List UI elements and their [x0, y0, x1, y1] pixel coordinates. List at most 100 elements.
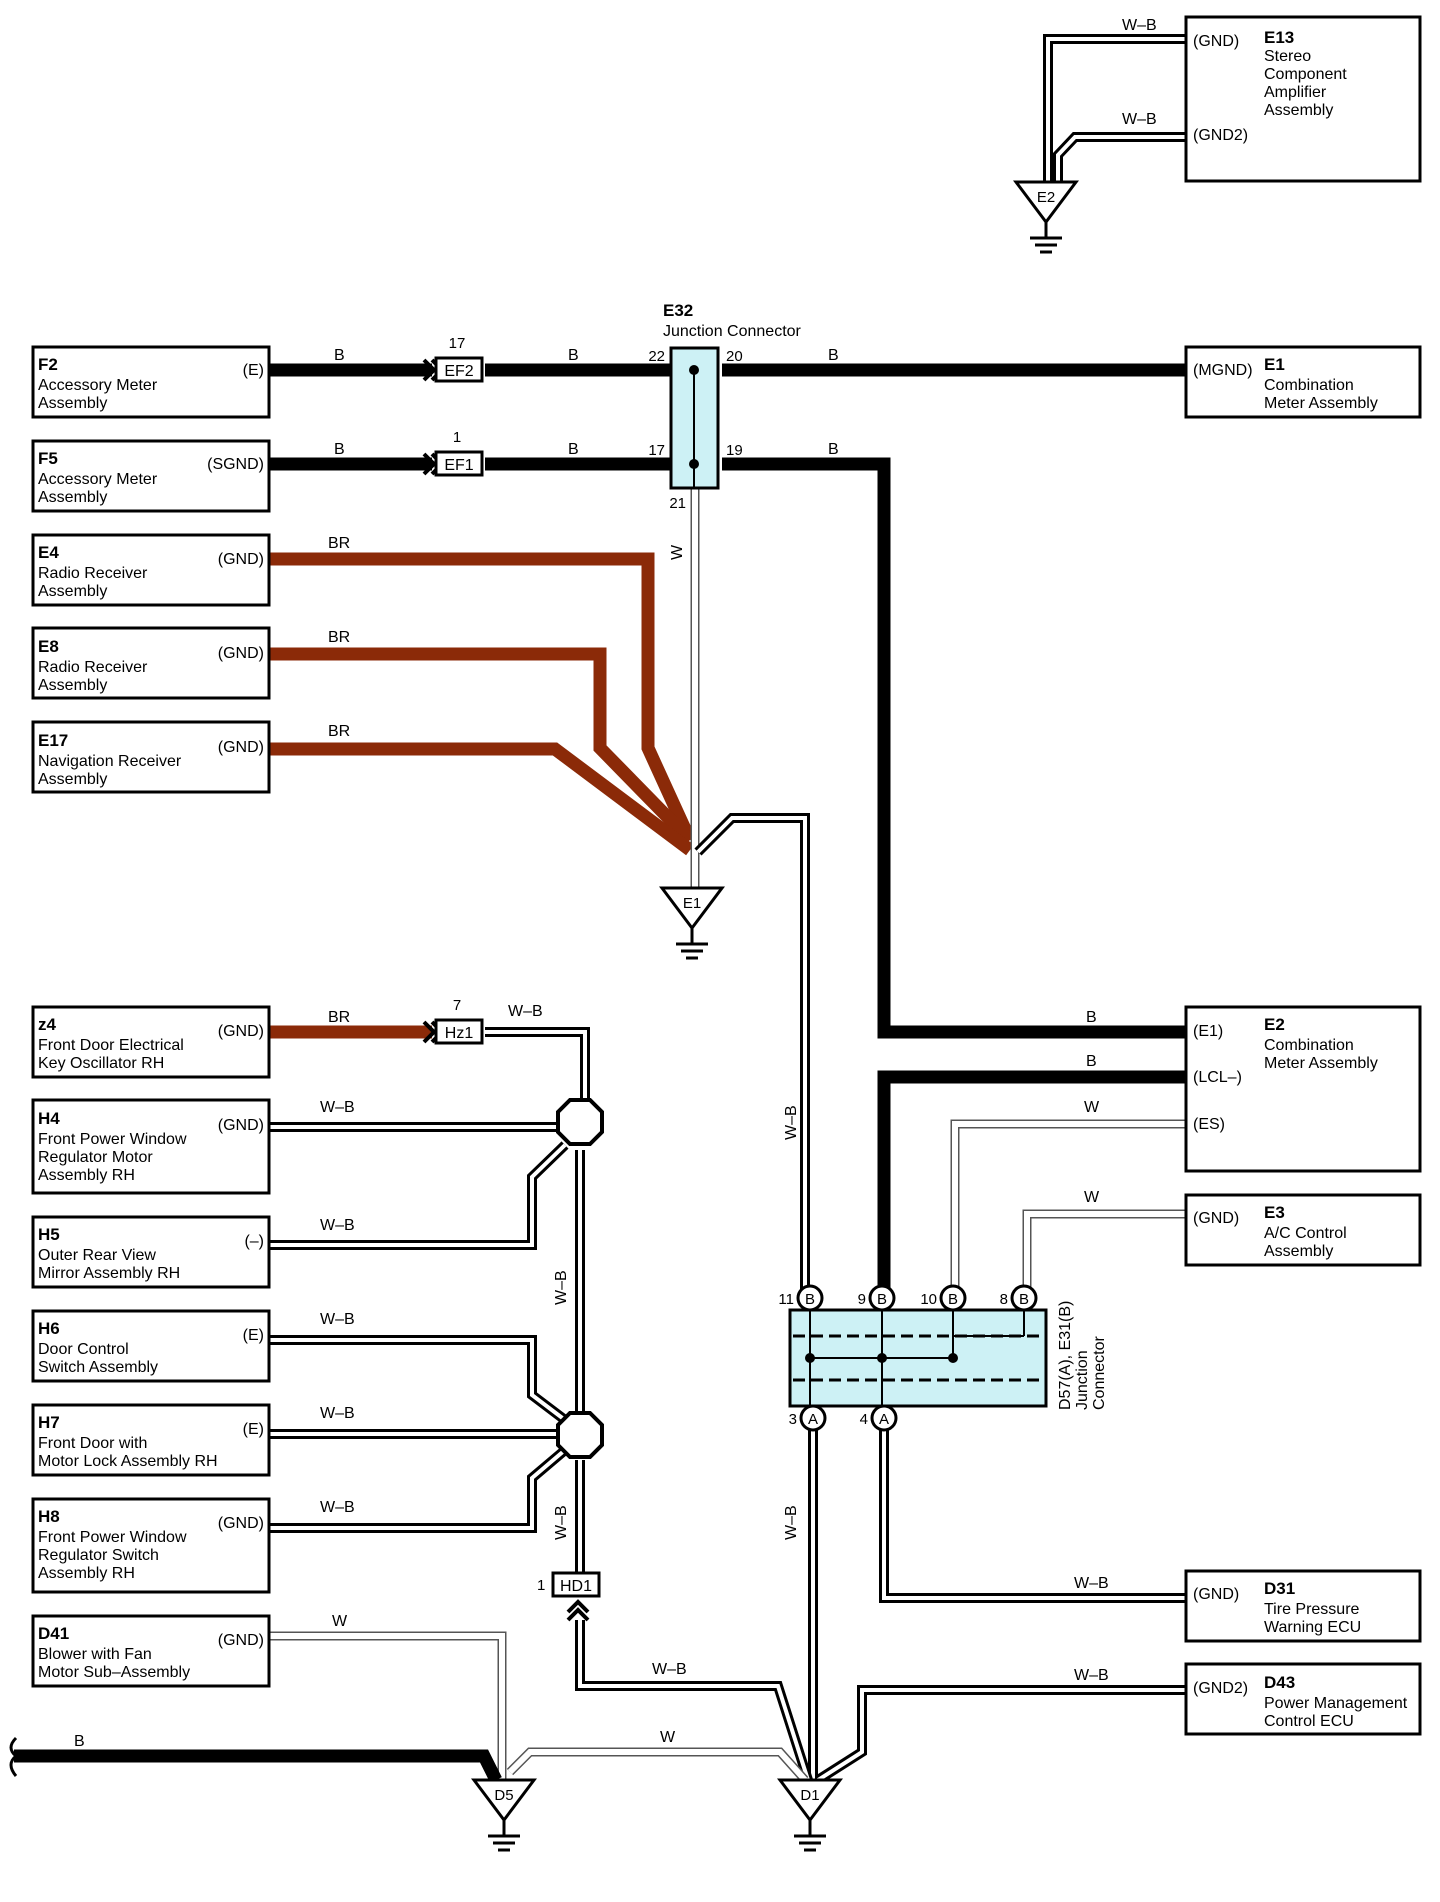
- wire-label: W–B: [320, 1099, 355, 1116]
- e2-pin-lcl: (LCL–): [1193, 1069, 1242, 1086]
- e32-pin-17: 17: [648, 442, 665, 459]
- d57-label-3: Connector: [1091, 1336, 1108, 1410]
- wire-label: BR: [328, 1009, 350, 1026]
- d31-code: D31: [1264, 1579, 1295, 1598]
- wire-label: B: [1086, 1009, 1097, 1026]
- wire-label: W–B: [783, 1105, 800, 1140]
- d57-top-conn: B: [948, 1291, 958, 1308]
- junction-connector-e32: E32 Junction Connector 22 20 17 19 21: [648, 301, 801, 512]
- e17-pin: (GND): [218, 739, 264, 756]
- d57-top-conn: B: [877, 1291, 887, 1308]
- hd1-code: HD1: [560, 1578, 592, 1595]
- wire-label: W–B: [1122, 111, 1157, 128]
- wire-label: W–B: [783, 1505, 800, 1540]
- d31-pin: (GND): [1193, 1586, 1239, 1603]
- wire-label: W–B: [553, 1505, 570, 1540]
- lower-splice-hub: [556, 1411, 604, 1459]
- h4-pin: (GND): [218, 1117, 264, 1134]
- e13-pin-gnd: (GND): [1193, 33, 1239, 50]
- h4-code: H4: [38, 1109, 60, 1128]
- z4-title-1: Front Door Electrical: [38, 1037, 184, 1054]
- ef1-connector: [434, 450, 484, 477]
- wire-label: B: [828, 347, 839, 364]
- e32-pin-20: 20: [726, 348, 743, 365]
- z4-pin: (GND): [218, 1023, 264, 1040]
- ef2-pin-num: 17: [449, 335, 466, 352]
- wire-label: W–B: [320, 1217, 355, 1234]
- h5-title-1: Outer Rear View: [38, 1247, 156, 1264]
- d41-title-2: Motor Sub–Assembly: [38, 1664, 190, 1681]
- e13-title-4: Assembly: [1264, 102, 1333, 119]
- h7-title-1: Front Door with: [38, 1435, 147, 1452]
- upper-splice-hub: [556, 1098, 604, 1146]
- f2-title-1: Accessory Meter: [38, 377, 158, 394]
- e13-pin-gnd2: (GND2): [1193, 127, 1248, 144]
- h4-title-1: Front Power Window: [38, 1131, 187, 1148]
- e2-pin-e1: (E1): [1193, 1023, 1223, 1040]
- e32-code: E32: [663, 301, 693, 320]
- splice-hubs: [556, 1098, 604, 1459]
- wire-label: W: [1084, 1099, 1100, 1116]
- d57-top-pin: 9: [858, 1291, 866, 1308]
- wire-label: B: [334, 441, 345, 458]
- wire-label: W: [1084, 1189, 1100, 1206]
- ef1-code: EF1: [444, 457, 473, 474]
- e32-name: Junction Connector: [663, 323, 802, 340]
- d57-bottom-conn: A: [879, 1411, 889, 1428]
- hz1-connector: [434, 1018, 484, 1045]
- e4-title-2: Assembly: [38, 583, 107, 600]
- e1-code: E1: [1264, 355, 1285, 374]
- hz1-code: Hz1: [445, 1025, 474, 1042]
- wire-label: B: [828, 441, 839, 458]
- h6-pin: (E): [243, 1327, 264, 1344]
- wire-label: W–B: [508, 1003, 543, 1020]
- wire-label: B: [334, 347, 345, 364]
- e2-code: E2: [1264, 1015, 1285, 1034]
- component-labels: E13 Stereo Component Amplifier Assembly …: [38, 28, 1408, 1730]
- e2-title-2: Meter Assembly: [1264, 1055, 1378, 1072]
- h7-title-2: Motor Lock Assembly RH: [38, 1453, 218, 1470]
- wires: [9, 34, 1190, 1785]
- e8-title-1: Radio Receiver: [38, 659, 148, 676]
- wire-label: W–B: [320, 1499, 355, 1516]
- d43-code: D43: [1264, 1673, 1295, 1692]
- d57-label-1: D57(A), E31(B): [1057, 1301, 1074, 1410]
- wire-label: BR: [328, 535, 350, 552]
- d41-code: D41: [38, 1624, 69, 1643]
- d57-bottom-pin: 4: [860, 1411, 868, 1428]
- d41-pin: (GND): [218, 1632, 264, 1649]
- d57-bottom-conn: A: [808, 1411, 818, 1428]
- e3-title-1: A/C Control: [1264, 1225, 1347, 1242]
- d57-top-pin: 8: [1000, 1291, 1008, 1308]
- e13-code: E13: [1264, 28, 1294, 47]
- wire-label: BR: [328, 629, 350, 646]
- ground-d1: D1: [777, 1778, 843, 1852]
- junction-connector-d57: B 11 B 9 B 10 B 8 A 3 A 4 D57(A), E31(B)…: [778, 1284, 1108, 1432]
- ground-d5: D5: [471, 1778, 537, 1852]
- h8-pin: (GND): [218, 1515, 264, 1532]
- wire-label: W: [332, 1613, 348, 1630]
- e3-title-2: Assembly: [1264, 1243, 1333, 1260]
- h4-title-2: Regulator Motor: [38, 1149, 153, 1166]
- e8-code: E8: [38, 637, 59, 656]
- ground-d5-label: D5: [494, 1787, 513, 1804]
- h8-title-2: Regulator Switch: [38, 1547, 159, 1564]
- e32-pin-22: 22: [648, 348, 665, 365]
- inline-connectors: EF2 17 EF1 1 Hz1 7 HD1 1: [422, 335, 601, 1622]
- f5-pin: (SGND): [207, 456, 264, 473]
- wire-label: W–B: [553, 1270, 570, 1305]
- ground-e1-label: E1: [683, 895, 701, 912]
- wire-label: W–B: [1122, 17, 1157, 34]
- h8-title-3: Assembly RH: [38, 1565, 135, 1582]
- component-boxes: [31, 15, 1422, 1736]
- h6-title-1: Door Control: [38, 1341, 129, 1358]
- f2-code: F2: [38, 355, 58, 374]
- wire-label: B: [74, 1733, 85, 1750]
- e13-title-1: Stereo: [1264, 48, 1311, 65]
- f5-code: F5: [38, 449, 58, 468]
- wire-label: W–B: [320, 1311, 355, 1328]
- e32-pin-21: 21: [669, 495, 686, 512]
- ground-e1: E1: [659, 886, 725, 960]
- e4-title-1: Radio Receiver: [38, 565, 148, 582]
